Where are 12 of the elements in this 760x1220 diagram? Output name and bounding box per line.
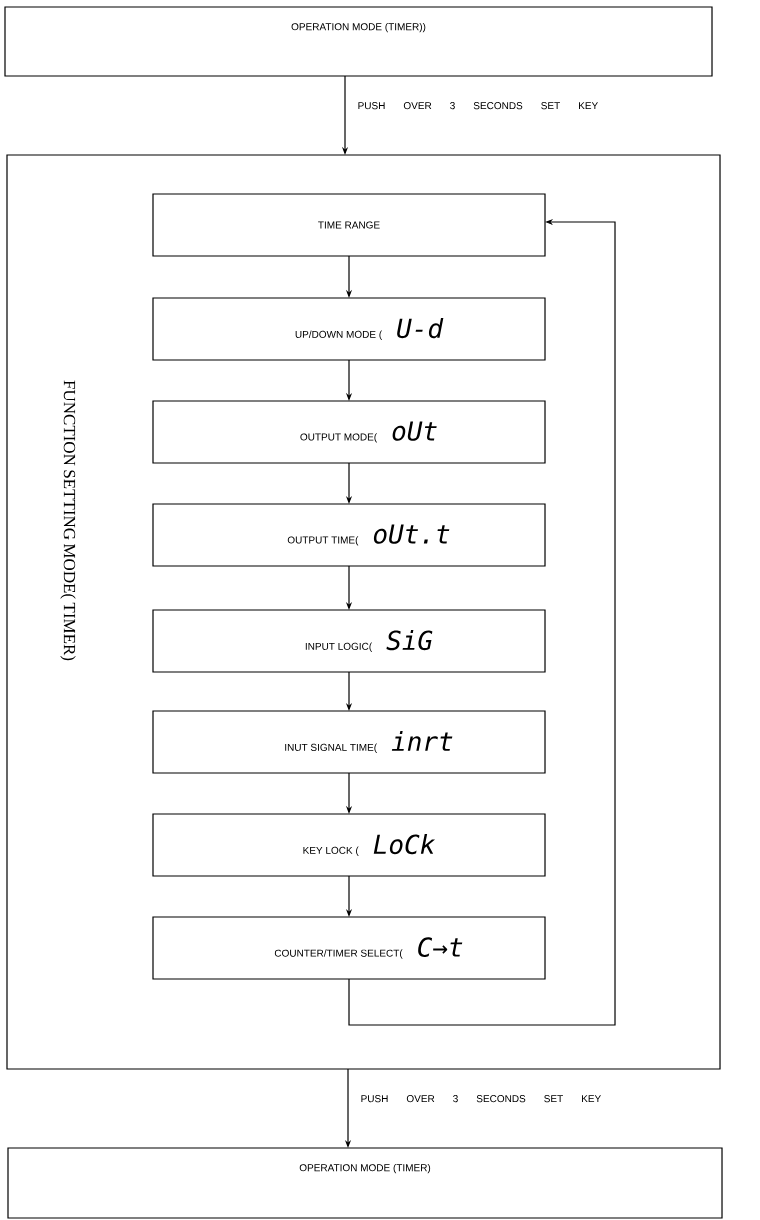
step-box: OUTPUT MODE( oUt bbox=[152, 400, 546, 464]
step-box: OUTPUT TIME( oUt.t bbox=[152, 503, 546, 567]
mode-box: OPERATION MODE (TIMER) bbox=[7, 1147, 723, 1219]
step-box: COUNTER/TIMER SELECT( C→t bbox=[152, 916, 546, 980]
edge-label: PUSH OVER 3 SECONDS SET KEY bbox=[358, 102, 598, 110]
step-box: INPUT LOGIC( SiG bbox=[152, 609, 546, 673]
step-box: UP/DOWN MODE ( U-d bbox=[152, 297, 546, 361]
step-box: TIME RANGE bbox=[152, 193, 546, 257]
mode-box: OPERATION MODE (TIMER)) bbox=[4, 6, 713, 77]
step-box: INUT SIGNAL TIME( inrt bbox=[152, 710, 546, 774]
edge-label: PUSH OVER 3 SECONDS SET KEY bbox=[361, 1095, 601, 1103]
step-box: KEY LOCK ( LoCk bbox=[152, 813, 546, 877]
